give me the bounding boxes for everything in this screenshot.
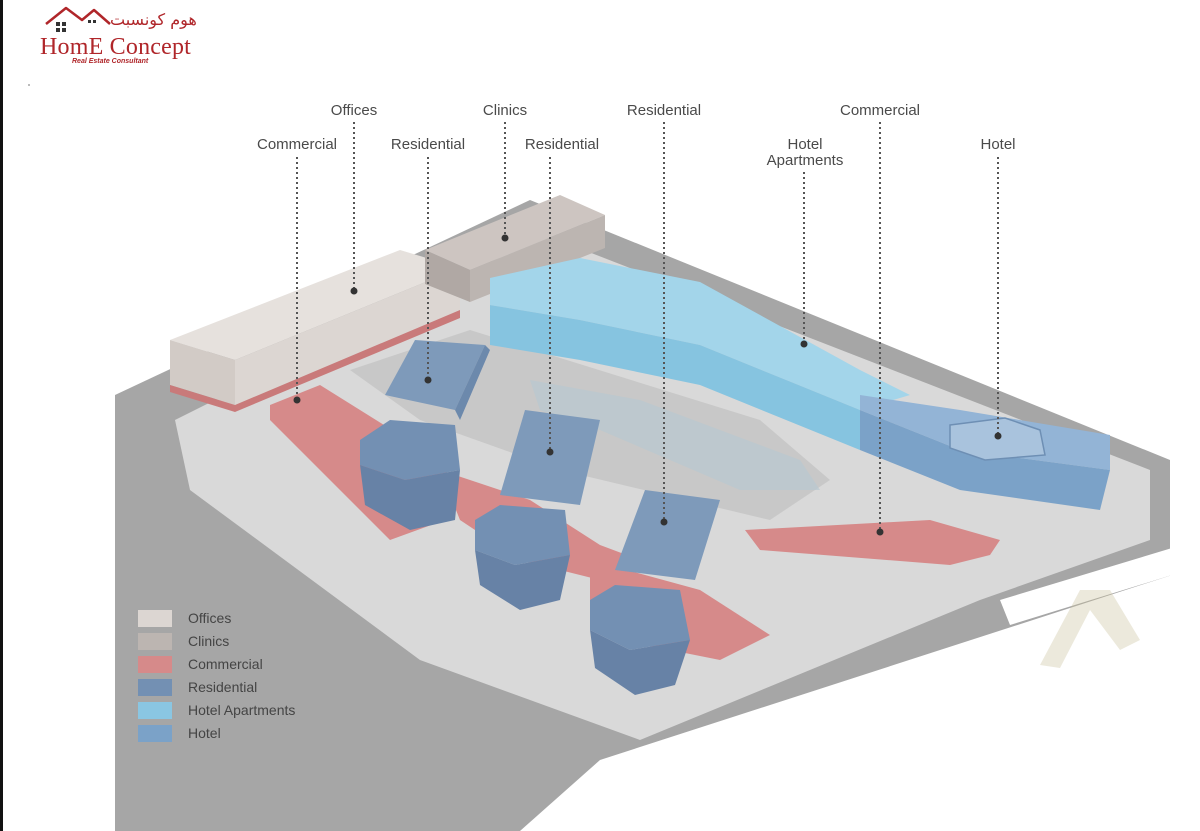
frame-edge bbox=[0, 0, 3, 831]
callout-clinics: Clinics bbox=[482, 102, 528, 119]
legend-label: Hotel Apartments bbox=[188, 702, 296, 718]
callout-commercial-left: Commercial bbox=[256, 136, 337, 153]
legend-label: Offices bbox=[188, 610, 232, 626]
callout-residential-mid: Residential bbox=[524, 136, 600, 153]
offices-block-top bbox=[170, 250, 460, 360]
callout-residential-left: Residential bbox=[390, 136, 466, 153]
residential-tower-1-base bbox=[360, 465, 460, 530]
logo-arabic-name: هوم كونسبت bbox=[110, 10, 197, 29]
logo: هوم كونسبت HomE Concept Real Estate Cons… bbox=[36, 4, 226, 68]
callout-anchor-dots bbox=[293, 234, 1002, 536]
callout-commercial-top: Commercial bbox=[839, 102, 920, 119]
legend-swatch-offices bbox=[138, 610, 172, 627]
lower-road-cut-2 bbox=[1000, 548, 1172, 625]
clinics-block-front bbox=[425, 250, 470, 302]
offices-block-side bbox=[235, 268, 460, 405]
callout-hotel-apartments: Hotel Apartments bbox=[766, 136, 844, 169]
logo-watermark bbox=[1040, 590, 1140, 668]
residential-tower-2-base bbox=[475, 550, 570, 610]
legend-swatch-clinics bbox=[138, 633, 172, 650]
legend-swatch-commercial bbox=[138, 656, 172, 673]
legend-label: Residential bbox=[188, 679, 258, 695]
legend-label: Clinics bbox=[188, 633, 230, 649]
residential-tower-1-base-top bbox=[360, 420, 460, 480]
hotel-apartments-top bbox=[490, 258, 910, 410]
legend-swatch-residential bbox=[138, 679, 172, 696]
callout-leader-lines bbox=[296, 122, 999, 532]
callout-offices: Offices bbox=[330, 102, 378, 119]
legend-swatch-hotel-apartments bbox=[138, 702, 172, 719]
offices-block-front bbox=[170, 340, 235, 405]
residential-tower-3-base-top bbox=[590, 585, 690, 650]
lower-road-cut bbox=[520, 575, 1172, 831]
callout-residential-top: Residential bbox=[626, 102, 702, 119]
logo-tagline: Real Estate Consultant bbox=[72, 58, 149, 65]
water-feature bbox=[530, 380, 820, 490]
commercial-strip-east bbox=[745, 520, 1000, 565]
legend-label: Commercial bbox=[188, 656, 263, 672]
residential-tower-3-top bbox=[615, 490, 720, 580]
house-logo-icon bbox=[45, 6, 111, 32]
residential-tower-3-base bbox=[590, 630, 690, 695]
legend-label: Hotel bbox=[188, 725, 221, 741]
residential-tower-2-base-top bbox=[475, 505, 570, 565]
hotel-apartments-front bbox=[490, 305, 860, 450]
legend-swatch-hotel bbox=[138, 725, 172, 742]
residential-tower-1-top bbox=[385, 340, 485, 410]
residential-tower-2-top bbox=[500, 410, 600, 505]
residential-tower-1-side bbox=[455, 345, 490, 420]
callout-hotel: Hotel bbox=[980, 136, 1016, 153]
speck bbox=[28, 84, 30, 86]
logo-brand-name: HomE Concept bbox=[40, 34, 192, 60]
clinics-block-top bbox=[425, 195, 605, 270]
